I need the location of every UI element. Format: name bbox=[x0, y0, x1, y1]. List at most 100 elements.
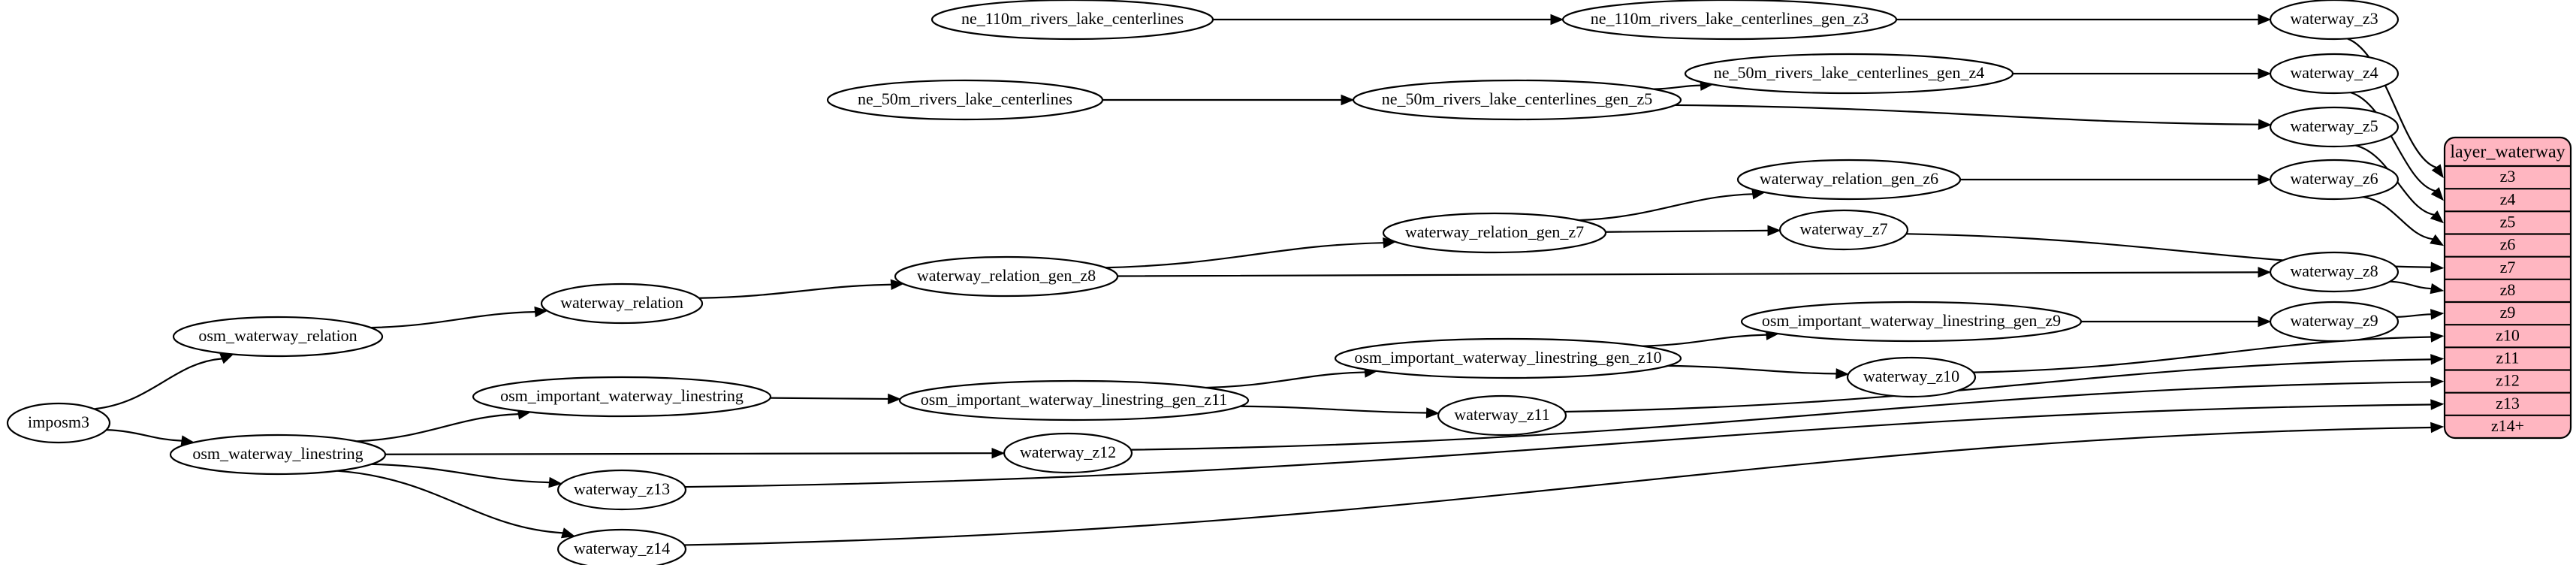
table-row-z4[interactable]: z4 bbox=[2500, 189, 2516, 208]
table-row-z7[interactable]: z7 bbox=[2500, 258, 2516, 276]
graph-node-ne_50m_rivers_lake_centerlines_gen_z4[interactable]: ne_50m_rivers_lake_centerlines_gen_z4 bbox=[1684, 53, 2014, 95]
edge-arrowhead bbox=[2430, 376, 2445, 388]
node-ellipse bbox=[1437, 394, 1567, 437]
graph-edge bbox=[1642, 334, 1767, 347]
edge-layer bbox=[94, 14, 2445, 546]
graph-node-waterway_relation_gen_z6[interactable]: waterway_relation_gen_z6 bbox=[1736, 159, 1962, 201]
graph-edge bbox=[356, 413, 519, 443]
node-ellipse bbox=[557, 528, 687, 565]
edge-arrowhead bbox=[219, 353, 234, 364]
graph-edge bbox=[1117, 271, 2259, 277]
node-label: osm_important_waterway_linestring bbox=[500, 386, 744, 405]
graph-edge bbox=[336, 470, 563, 534]
graph-node-waterway_relation[interactable]: waterway_relation bbox=[540, 282, 704, 325]
node-ellipse bbox=[1352, 79, 1682, 121]
graph-edge bbox=[2396, 313, 2432, 318]
node-label: ne_50m_rivers_lake_centerlines bbox=[858, 89, 1072, 108]
layer-waterway-table[interactable]: layer_waterwayz3z4z5z6z7z8z9z10z11z12z13… bbox=[2443, 136, 2572, 440]
table-row-z5[interactable]: z5 bbox=[2500, 212, 2516, 231]
node-ellipse bbox=[1334, 337, 1682, 379]
node-label: osm_waterway_relation bbox=[198, 326, 357, 345]
graph-edge bbox=[770, 397, 888, 400]
graph-node-ne_110m_rivers_lake_centerlines[interactable]: ne_110m_rivers_lake_centerlines bbox=[931, 0, 1214, 41]
edge-arrowhead bbox=[2258, 174, 2272, 186]
node-label: waterway_z4 bbox=[2290, 63, 2378, 82]
node-ellipse bbox=[1003, 432, 1133, 474]
graph-node-waterway_z11[interactable]: waterway_z11 bbox=[1437, 394, 1567, 437]
graph-node-waterway_z12[interactable]: waterway_z12 bbox=[1003, 432, 1133, 474]
graph-node-waterway_z9[interactable]: waterway_z9 bbox=[2269, 301, 2400, 343]
node-ellipse bbox=[1846, 356, 1977, 398]
table-row-z12[interactable]: z12 bbox=[2496, 371, 2520, 390]
table-row-z13[interactable]: z13 bbox=[2496, 394, 2520, 412]
graph-node-osm_important_waterway_linestring_gen_z11[interactable]: osm_important_waterway_linestring_gen_z1… bbox=[898, 379, 1250, 421]
node-label: waterway_z6 bbox=[2290, 169, 2378, 188]
table-row-z10[interactable]: z10 bbox=[2496, 325, 2520, 344]
graph-node-osm_waterway_relation[interactable]: osm_waterway_relation bbox=[172, 316, 384, 358]
graph-edge bbox=[1675, 104, 2259, 125]
graph-node-osm_important_waterway_linestring_gen_z9[interactable]: osm_important_waterway_linestring_gen_z9 bbox=[1740, 301, 2083, 343]
graph-node-waterway_z8[interactable]: waterway_z8 bbox=[2269, 251, 2400, 293]
edge-arrowhead bbox=[2430, 399, 2445, 410]
node-ellipse bbox=[2269, 251, 2400, 293]
table-row-z6[interactable]: z6 bbox=[2500, 235, 2516, 254]
graph-edge bbox=[370, 310, 535, 329]
node-ellipse bbox=[1382, 212, 1607, 254]
graph-edge bbox=[2390, 280, 2432, 290]
graph-edge bbox=[385, 452, 993, 455]
graph-node-ne_110m_rivers_lake_centerlines_gen_z3[interactable]: ne_110m_rivers_lake_centerlines_gen_z3 bbox=[1561, 0, 1898, 41]
graph-node-osm_important_waterway_linestring[interactable]: osm_important_waterway_linestring bbox=[472, 376, 772, 418]
graph-node-waterway_z6[interactable]: waterway_z6 bbox=[2269, 159, 2400, 201]
node-ellipse bbox=[1736, 159, 1962, 201]
graph-node-waterway_relation_gen_z8[interactable]: waterway_relation_gen_z8 bbox=[894, 255, 1119, 298]
node-label: ne_50m_rivers_lake_centerlines_gen_z5 bbox=[1382, 89, 1652, 108]
graph-node-ne_50m_rivers_lake_centerlines[interactable]: ne_50m_rivers_lake_centerlines bbox=[826, 79, 1104, 121]
node-label: osm_important_waterway_linestring_gen_z1… bbox=[921, 390, 1228, 409]
graph-edge bbox=[371, 463, 550, 484]
edge-arrowhead bbox=[2430, 234, 2445, 246]
graph-node-waterway_z10[interactable]: waterway_z10 bbox=[1846, 356, 1977, 398]
graph-node-osm_important_waterway_linestring_gen_z10[interactable]: osm_important_waterway_linestring_gen_z1… bbox=[1334, 337, 1682, 379]
graph-node-osm_waterway_linestring[interactable]: osm_waterway_linestring bbox=[169, 434, 387, 476]
edge-arrowhead bbox=[560, 527, 576, 539]
table-row-z3[interactable]: z3 bbox=[2500, 167, 2516, 186]
edge-arrowhead bbox=[888, 393, 901, 405]
graph-node-waterway_z4[interactable]: waterway_z4 bbox=[2269, 53, 2400, 95]
node-label: waterway_z3 bbox=[2290, 9, 2378, 28]
table-row-z9[interactable]: z9 bbox=[2500, 303, 2516, 322]
edge-arrowhead bbox=[2430, 261, 2445, 273]
graph-node-waterway_z3[interactable]: waterway_z3 bbox=[2269, 0, 2400, 41]
table-row-z11[interactable]: z11 bbox=[2496, 348, 2520, 367]
table-row-z14+[interactable]: z14+ bbox=[2491, 416, 2524, 435]
edge-arrowhead bbox=[2431, 164, 2444, 179]
graph-node-ne_50m_rivers_lake_centerlines_gen_z5[interactable]: ne_50m_rivers_lake_centerlines_gen_z5 bbox=[1352, 79, 1682, 121]
graph-edge bbox=[2363, 196, 2433, 240]
edge-arrowhead bbox=[2258, 119, 2272, 130]
node-ellipse bbox=[2269, 106, 2400, 148]
graph-edge bbox=[2347, 38, 2437, 168]
graph-node-waterway_z5[interactable]: waterway_z5 bbox=[2269, 106, 2400, 148]
node-label: waterway_z12 bbox=[1020, 443, 1116, 461]
node-label: waterway_z10 bbox=[1863, 367, 1959, 385]
edge-arrowhead bbox=[1835, 368, 1850, 379]
edge-arrowhead bbox=[548, 476, 563, 488]
node-ellipse bbox=[931, 0, 1214, 41]
graph-node-waterway_z13[interactable]: waterway_z13 bbox=[557, 469, 687, 511]
node-ellipse bbox=[1561, 0, 1898, 41]
node-label: waterway_z7 bbox=[1799, 219, 1887, 238]
node-layer: imposm3 osm_waterway_relation osm_waterway… bbox=[6, 0, 2400, 565]
table-row-z8[interactable]: z8 bbox=[2500, 280, 2516, 299]
graph-node-imposm3[interactable]: imposm3 bbox=[6, 402, 111, 444]
graph-edge bbox=[698, 283, 891, 299]
node-ellipse bbox=[169, 434, 387, 476]
graph-edge bbox=[1240, 405, 1427, 414]
edge-arrowhead bbox=[1550, 14, 1564, 26]
node-label: waterway_relation_gen_z7 bbox=[1405, 222, 1584, 241]
node-label: imposm3 bbox=[28, 412, 89, 431]
graph-node-waterway_z14[interactable]: waterway_z14 bbox=[557, 528, 687, 565]
node-ellipse bbox=[898, 379, 1250, 421]
graph-node-waterway_z7[interactable]: waterway_z7 bbox=[1778, 209, 1909, 251]
graph-node-waterway_relation_gen_z7[interactable]: waterway_relation_gen_z7 bbox=[1382, 212, 1607, 254]
